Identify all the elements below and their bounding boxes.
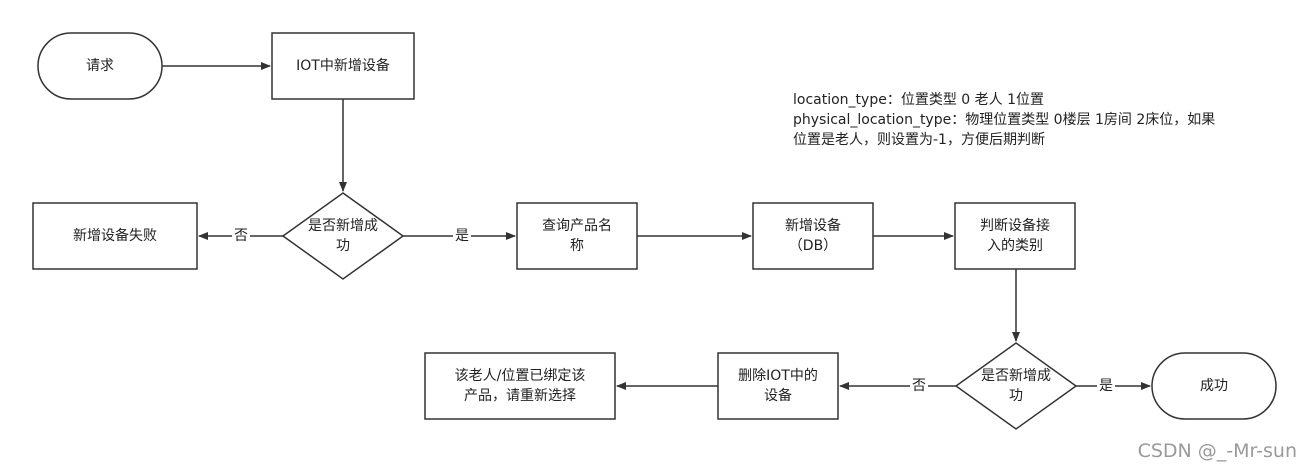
start-terminal-shape — [37, 32, 163, 100]
edge-label-yes-2: 是 — [1097, 378, 1115, 394]
decision-2-shape — [954, 342, 1078, 430]
note-line-2: physical_location_type：物理位置类型 0楼层 1房间 2床… — [793, 112, 1216, 128]
watermark: CSDN @_-Mr-sun — [1137, 440, 1297, 462]
edge-label-no-1: 否 — [232, 228, 250, 244]
note-line-3: 位置是老人，则设置为-1，方便后期判断 — [793, 132, 1045, 148]
add-device-db-box-shape — [752, 202, 874, 270]
annotation-note: location_type：位置类型 0 老人 1位置 physical_loc… — [793, 90, 1215, 150]
edge-label-yes-1: 是 — [453, 228, 471, 244]
delete-iot-box-shape — [717, 352, 839, 420]
iot-add-box-shape — [271, 32, 415, 100]
decision-1-shape — [281, 192, 405, 280]
judge-category-box-shape — [954, 202, 1076, 270]
edge-label-no-2: 否 — [910, 378, 928, 394]
success-terminal-shape — [1151, 352, 1277, 420]
already-bound-box-shape — [424, 352, 616, 420]
add-failed-box-shape — [32, 202, 198, 270]
note-line-1: location_type：位置类型 0 老人 1位置 — [793, 92, 1044, 108]
query-product-box-shape — [516, 202, 638, 270]
